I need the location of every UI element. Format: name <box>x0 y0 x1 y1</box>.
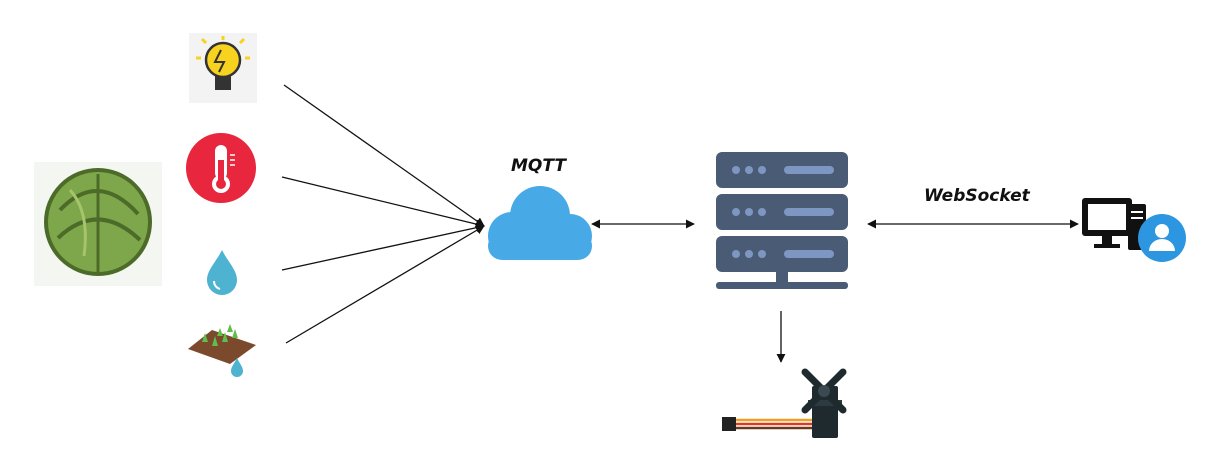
servo-motor-icon <box>722 368 847 438</box>
water-drop-icon <box>207 250 237 295</box>
cloud-icon <box>488 186 592 260</box>
mqtt-label: MQTT <box>511 156 566 176</box>
cabbage-icon <box>34 162 162 286</box>
sensor-connection-lines <box>281 84 485 344</box>
lightbulb-icon <box>189 33 257 103</box>
thermometer-icon <box>186 133 256 203</box>
soil-sprout-icon <box>188 324 256 377</box>
websocket-label: WebSocket <box>924 186 1030 206</box>
server-icon <box>716 152 848 289</box>
computer-user-icon <box>1082 198 1186 262</box>
